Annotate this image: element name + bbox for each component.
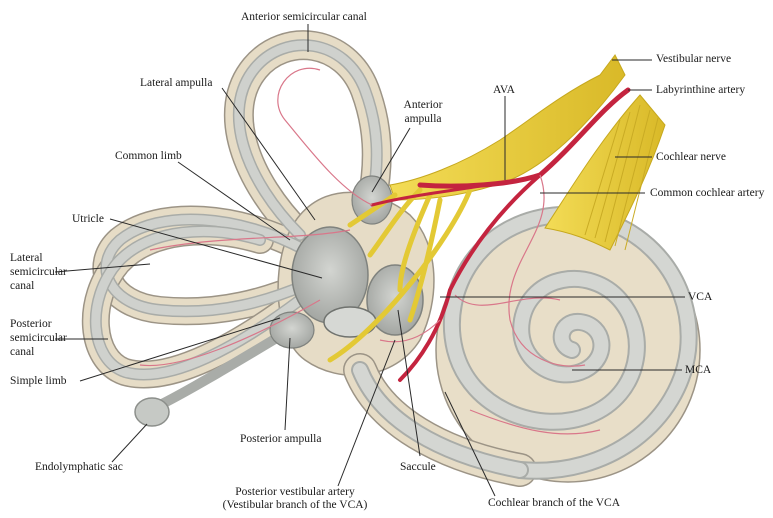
label-lateral-semicircular-canal-line1: Lateral — [10, 252, 43, 265]
label-posterior-semicircular-canal-line1: Posterior — [10, 318, 52, 331]
label-posterior-semicircular-canal-line2: semicircular — [10, 332, 67, 345]
label-common-cochlear-artery: Common cochlear artery — [650, 187, 764, 200]
label-cochlear-branch-vca: Cochlear branch of the VCA — [488, 497, 620, 510]
leader-endolymphatic-sac — [112, 424, 147, 462]
label-lateral-ampulla: Lateral ampulla — [140, 77, 212, 90]
label-posterior-semicircular-canal-line3: canal — [10, 346, 34, 359]
label-posterior-vestibular-artery-line2: (Vestibular branch of the VCA) — [200, 499, 390, 512]
endolymphatic-sac-shape — [135, 398, 169, 426]
label-vca: VCA — [688, 291, 712, 304]
label-cochlear-nerve: Cochlear nerve — [656, 151, 726, 164]
label-labyrinthine-artery: Labyrinthine artery — [656, 84, 745, 97]
posterior-ampulla-shape — [270, 312, 314, 348]
label-common-limb: Common limb — [115, 150, 182, 163]
label-saccule: Saccule — [400, 461, 436, 474]
label-simple-limb: Simple limb — [10, 375, 67, 388]
label-utricle: Utricle — [72, 213, 104, 226]
label-mca: MCA — [685, 364, 711, 377]
label-anterior-ampulla-line1: Anterior — [401, 99, 445, 112]
label-anterior-ampulla-line2: ampulla — [401, 113, 445, 126]
label-posterior-vestibular-artery-line1: Posterior vestibular artery — [210, 486, 380, 499]
label-lateral-semicircular-canal-line2: semicircular — [10, 266, 67, 279]
label-ava: AVA — [493, 84, 515, 97]
leader-posterior-ampulla — [285, 338, 290, 430]
label-posterior-ampulla: Posterior ampulla — [240, 433, 321, 446]
label-vestibular-nerve: Vestibular nerve — [656, 53, 731, 66]
label-lateral-semicircular-canal-line3: canal — [10, 280, 34, 293]
label-endolymphatic-sac: Endolymphatic sac — [35, 461, 123, 474]
label-anterior-semicircular-canal: Anterior semicircular canal — [241, 11, 367, 24]
